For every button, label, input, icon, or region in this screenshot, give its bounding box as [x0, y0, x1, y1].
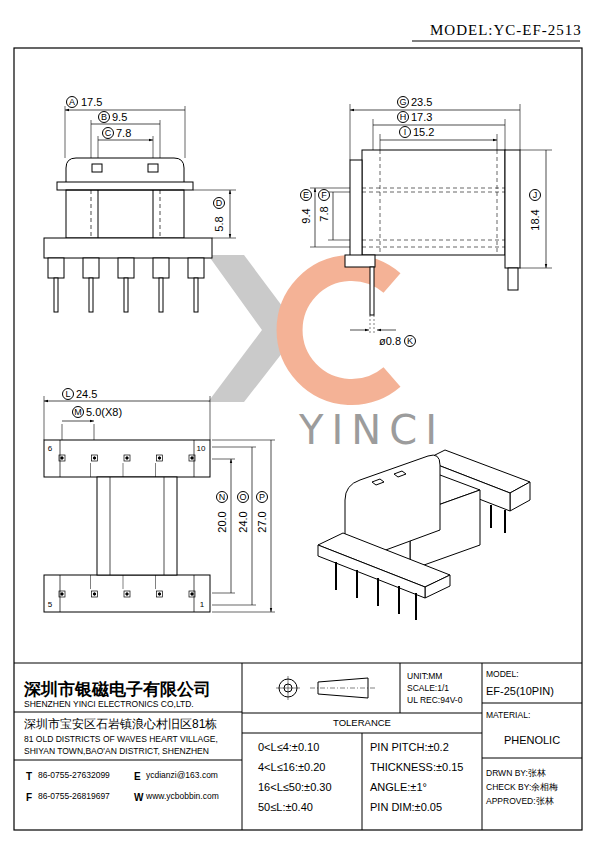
dimension-value: 9.5 [111, 111, 128, 123]
title-block-text: ANGLE:±1° [370, 781, 427, 793]
title-block-text: CHECK BY:余相梅 [486, 783, 558, 792]
title-block-text: PIN DIM:±0.05 [370, 801, 442, 813]
dimension-value: 9.4 [300, 207, 312, 224]
dimension-value: 24.5 [75, 388, 98, 400]
title-block-text: SCALE:1/1 [407, 684, 449, 693]
pin-number: 1 [200, 601, 204, 610]
dimension-letter: M [72, 406, 84, 418]
pin-number: 6 [48, 445, 52, 454]
watermark: YINCI [299, 408, 445, 452]
drawing-title: MODEL:YC-EF-2513 [430, 22, 582, 39]
title-block-text: APPROVED:张林 [486, 797, 554, 806]
dimension-letter: F [318, 189, 330, 201]
title-block-text: UL REC:94V-0 [407, 696, 462, 705]
dimension-letter: N [216, 491, 228, 503]
title-block-text: MODEL: [486, 670, 519, 679]
title-block-text: THICKNESS:±0.15 [370, 761, 463, 773]
dimension-value: 17.3 [410, 111, 433, 123]
title-block-text: 86-0755-26819697 [38, 792, 110, 801]
title-block-text: PIN PITCH:±0.2 [370, 741, 449, 753]
title-block-text: EF-25(10PIN) [486, 685, 554, 697]
dimension-value: ø0.8 [378, 335, 402, 347]
title-block-text: 深圳市宝安区石岩镇浪心村旧区81栋 [24, 718, 217, 731]
dimension-value: 7.8 [318, 205, 330, 222]
dimension-value: 5.0(X8) [85, 406, 123, 418]
dimension-letter: E [300, 189, 312, 201]
company-name: 深圳市银磁电子有限公司 [24, 680, 211, 699]
dimension-value: 23.5 [410, 96, 433, 108]
title-block-text: 50≤L:±0.40 [258, 801, 313, 813]
title-block-text: 4<L≤16:±0.20 [258, 761, 325, 773]
title-block-text: 16<L≤50:±0.30 [258, 781, 332, 793]
dimension-letter: K [404, 335, 416, 347]
title-block-text: 86-0755-27632099 [38, 771, 110, 780]
dimension-value: 24.0 [237, 510, 249, 533]
title-block-text: 81 OLD DISTRICTS OF WAVES HEART VILLAGE, [24, 735, 218, 744]
title-block-text: F [26, 792, 32, 803]
dimension-letter: B [98, 111, 110, 123]
title-block-text: MATERIAL: [486, 711, 530, 720]
title-block-text: E [134, 771, 141, 782]
dimension-letter: P [256, 491, 268, 503]
dimension-value: 18.4 [529, 208, 541, 231]
title-block-text: UNIT:MM [407, 672, 442, 681]
dimension-value: 20.0 [216, 510, 228, 533]
dimension-value: 27.0 [256, 510, 268, 533]
title-block-text: 0<L≤4:±0.10 [258, 741, 319, 753]
dimension-value: 15.2 [412, 126, 435, 138]
dimension-letter: I [399, 126, 411, 138]
dimension-letter: A [66, 96, 78, 108]
dimension-letter: H [397, 111, 409, 123]
title-block-text: www.ycbobbin.com [146, 792, 219, 801]
dimension-letter: G [397, 96, 409, 108]
dimension-letter: D [213, 197, 225, 209]
title-block-text: ycdianzi@163.com [146, 771, 218, 780]
title-block-text: PHENOLIC [504, 734, 560, 746]
dimension-letter: O [237, 491, 249, 503]
dimension-value: 17.5 [80, 96, 103, 108]
title-block-text: W [134, 792, 143, 803]
dimension-letter: C [102, 127, 114, 139]
title-block-text: DRWN BY:张林 [486, 769, 546, 778]
pin-number: 5 [48, 601, 52, 610]
title-block-text: T [26, 771, 32, 782]
title-block-text: SHENZHEN YINCI ELECTRONICS CO,LTD. [24, 700, 194, 709]
dimension-letter: J [529, 189, 541, 201]
pin-number: 10 [197, 445, 206, 454]
dimension-value: 5.8 [213, 215, 225, 232]
dimension-value: 7.8 [115, 127, 132, 139]
dimension-letter: L [62, 388, 74, 400]
title-block-text: TOLERANCE [333, 718, 391, 728]
title-block-text: SHIYAN TOWN,BAO'AN DISTRICT, SHENZHEN [24, 747, 209, 756]
